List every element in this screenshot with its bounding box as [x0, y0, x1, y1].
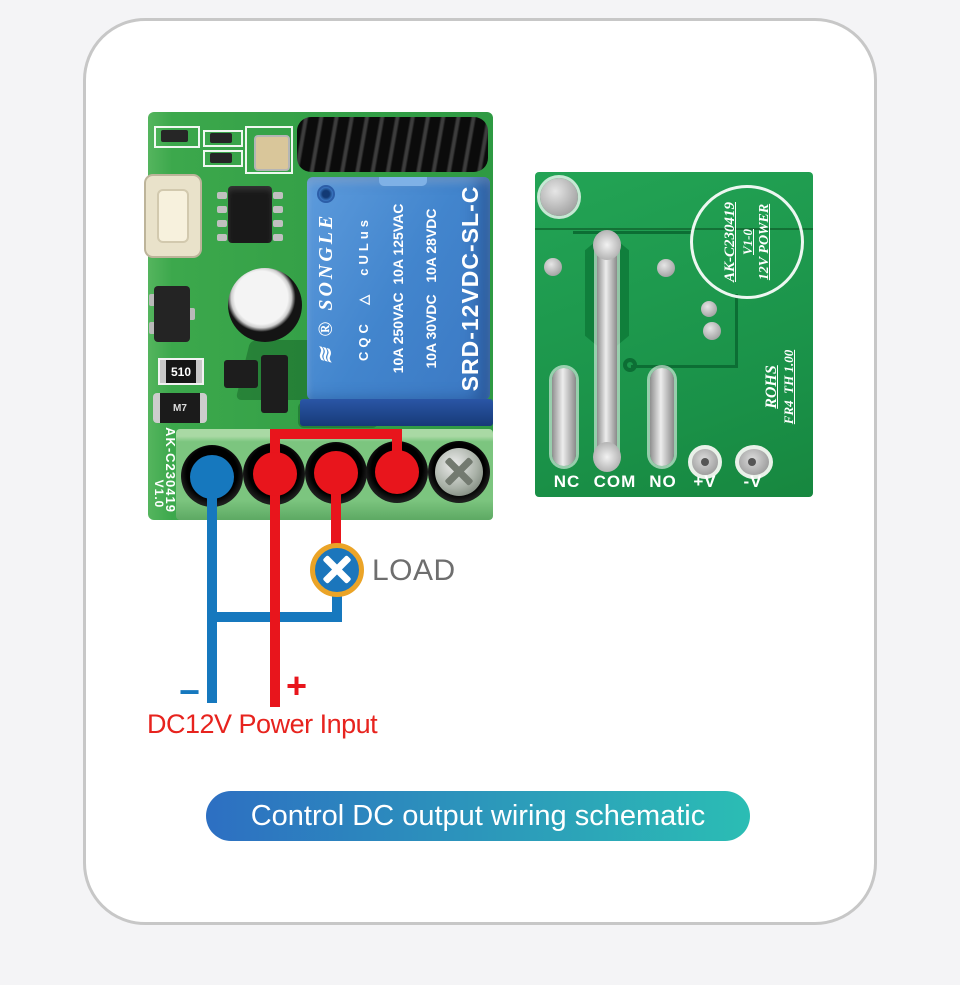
silkscreen-circle	[690, 185, 804, 299]
material-mark: FR4_TH 1.00	[781, 349, 796, 425]
transistor	[154, 286, 190, 342]
smd-resistor	[161, 130, 188, 142]
relay-cert-logos: CQC △ cULus	[355, 215, 371, 362]
ic-chip	[228, 186, 272, 243]
wire-negative	[207, 474, 217, 703]
terminal-dot-bridged[interactable]	[375, 450, 419, 494]
ic-pin	[217, 234, 227, 241]
silkscreen-box	[245, 126, 293, 174]
solder-dot	[701, 301, 717, 317]
component-lead	[149, 294, 158, 306]
ic-pin	[217, 206, 227, 213]
relay-base	[300, 399, 493, 426]
smd-component	[261, 355, 288, 413]
solder-dot	[544, 258, 562, 276]
resistor-510: 510	[158, 358, 204, 385]
resistor-label: 510	[170, 364, 192, 379]
relay-markings: ≋ ® SONGLE CQC △ cULus 10A 250VAC 10A 12…	[307, 177, 490, 400]
terminal-label-no: NO	[649, 472, 677, 491]
board-version: V1-0	[739, 229, 755, 255]
silkscreen-box	[154, 126, 200, 148]
pcb-via	[623, 358, 637, 372]
board-code: AK-C230419	[721, 202, 738, 283]
pad-plus-v	[688, 445, 722, 479]
terminal-label-minus-v: -V	[743, 472, 763, 491]
silkscreen-box	[203, 150, 243, 167]
caption-banner[interactable]: Control DC output wiring schematic	[206, 791, 750, 841]
solder-dot	[703, 322, 721, 340]
ic-pin	[217, 220, 227, 227]
smd-resistor	[210, 153, 232, 163]
solder-dot	[657, 259, 675, 277]
coil-antenna	[297, 117, 488, 172]
receiver-board-front: 510 M7 ≋ ® SONGLE CQC △ cULus 10A 250VAC…	[144, 112, 493, 520]
ic-pin	[217, 192, 227, 199]
pcb-trace	[631, 365, 738, 368]
ic-pin	[273, 192, 283, 199]
smd-resistor	[210, 133, 232, 143]
silkscreen-box	[203, 130, 243, 147]
pad-minus-v	[735, 445, 773, 479]
load-icon	[310, 543, 364, 597]
relay-vent-hole	[317, 185, 335, 203]
no-solder-trace	[650, 368, 674, 466]
board-markings: AK-C230419 V1-0 12V POWER	[694, 187, 800, 297]
terminal-dot-negative[interactable]	[190, 455, 234, 499]
relay-notch	[379, 177, 427, 186]
power-input-label: DC12V Power Input	[147, 709, 378, 739]
solder-blob	[593, 230, 621, 260]
board-power-rating: 12V POWER	[756, 203, 772, 281]
receiver-board-back: AK-C230419 V1-0 12V POWER ROHS FR4_TH 1.…	[535, 172, 813, 497]
ic-pin	[273, 206, 283, 213]
terminal-label-plus-v: +V	[693, 472, 717, 491]
component-lead	[186, 308, 195, 320]
pcb-trace	[573, 231, 693, 234]
minus-sign: −	[179, 671, 201, 712]
load-label: LOAD	[372, 554, 456, 587]
solder-blob	[593, 442, 621, 472]
relay-model: SRD-12VDC-SL-C	[457, 185, 483, 392]
caption-text: Control DC output wiring schematic	[250, 799, 706, 832]
relay-brand: ≋ ® SONGLE	[315, 212, 337, 365]
plus-sign: +	[286, 665, 308, 706]
pcb-seam	[535, 228, 813, 230]
smd-transistor	[224, 360, 258, 388]
pcb-trace	[735, 294, 738, 368]
bottom-strip	[0, 985, 960, 1003]
screw-icon	[540, 178, 578, 216]
wire-positive	[270, 472, 280, 707]
rohs-mark: ROHS	[763, 365, 780, 409]
terminal-label-nc: NC	[553, 472, 581, 491]
ic-pin	[273, 234, 283, 241]
wire-load-return	[332, 592, 342, 616]
relay-ratings-dc: 10A 30VDC 10A 28VDC	[423, 208, 440, 369]
screw-icon[interactable]	[435, 448, 483, 496]
terminal-label-com: COM	[593, 472, 637, 491]
board-version: V1.0	[152, 479, 166, 509]
diode-m7: M7	[153, 393, 207, 423]
relay: ≋ ® SONGLE CQC △ cULus 10A 250VAC 10A 12…	[307, 177, 490, 400]
component-lead	[149, 322, 158, 334]
ic-pin	[273, 220, 283, 227]
diode-label: M7	[173, 402, 187, 414]
terminal-dot-load[interactable]	[314, 451, 358, 495]
electrolytic-capacitor	[228, 268, 302, 342]
com-solder-trace	[597, 236, 617, 468]
nc-solder-trace	[552, 368, 576, 466]
board-side-markings: ROHS FR4_TH 1.00	[755, 297, 805, 477]
terminal-dot-positive[interactable]	[253, 452, 297, 496]
relay-ratings-ac: 10A 250VAC 10A 125VAC	[389, 203, 406, 374]
crystal-oscillator	[254, 135, 290, 171]
wire-to-load	[331, 471, 341, 548]
learning-button[interactable]	[144, 174, 202, 258]
